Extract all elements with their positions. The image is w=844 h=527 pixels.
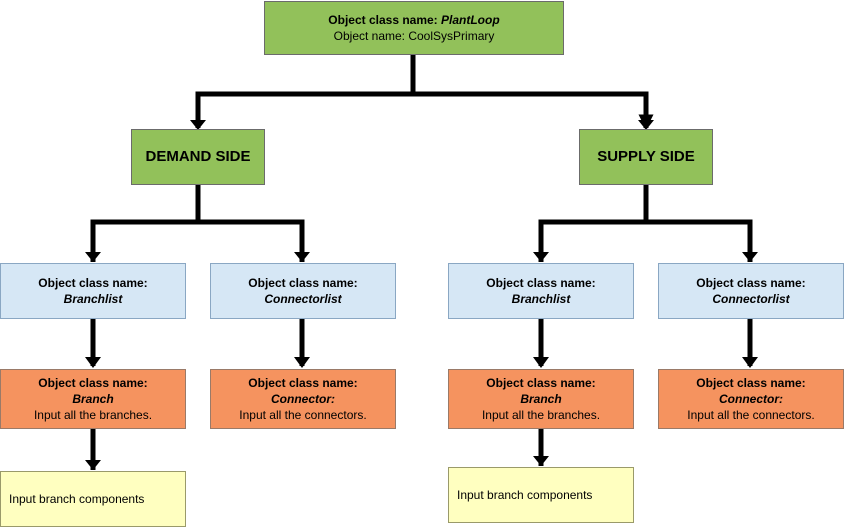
- supply-branch-box: Object class name: Branch Input all the …: [448, 369, 634, 429]
- demand-side-box: DEMAND SIDE: [131, 129, 265, 185]
- supply-branch-note: Input all the branches.: [481, 408, 601, 422]
- demand-branch-name: Branch: [72, 392, 114, 406]
- plantloop-class-line: Object class name: PlantLoop: [328, 12, 499, 28]
- demand-split-line: [90, 184, 305, 262]
- plantloop-class-label: Object class name:: [328, 13, 442, 27]
- supply-connector-note: Input all the connectors.: [687, 408, 815, 422]
- demand-branch-note: Input all the branches.: [33, 408, 153, 422]
- demand-connector-name: Connector:: [271, 392, 335, 406]
- plantloop-box: Object class name: PlantLoop Object name…: [264, 1, 564, 55]
- demand-branch-label: Object class name:: [38, 376, 148, 390]
- demand-connectorlist-name: Connectorlist: [264, 292, 342, 306]
- supply-connectorlist-label: Object class name:: [696, 276, 806, 290]
- supply-branchlist-name: Branchlist: [511, 292, 571, 306]
- supply-branchlist-label: Object class name:: [486, 276, 596, 290]
- arrowhead: [294, 357, 310, 368]
- supply-connector-name: Connector:: [719, 392, 783, 406]
- demand-connector-note: Input all the connectors.: [239, 408, 367, 422]
- demand-connector-box: Object class name: Connector: Input all …: [210, 369, 396, 429]
- demand-connectorlist-box: Object class name: Connectorlist: [210, 263, 396, 319]
- demand-branch-box: Object class name: Branch Input all the …: [0, 369, 186, 429]
- demand-components-box: Input branch components: [0, 471, 186, 527]
- plantloop-class-name: PlantLoop: [441, 13, 500, 27]
- arrowhead: [85, 252, 101, 262]
- supply-connectorlist-name: Connectorlist: [712, 292, 790, 306]
- arrowhead: [85, 460, 101, 470]
- arrowhead: [533, 456, 549, 466]
- arrowhead: [533, 252, 549, 262]
- supply-branch-label: Object class name:: [486, 376, 596, 390]
- supply-branchlist-box: Object class name: Branchlist: [448, 263, 634, 319]
- supply-branch-name: Branch: [520, 392, 562, 406]
- root-to-sides-line: [195, 54, 646, 128]
- demand-connectorlist-label: Object class name:: [248, 276, 358, 290]
- supply-split-line: [538, 184, 753, 262]
- supply-connector-label: Object class name:: [696, 376, 806, 390]
- demand-branchlist-label: Object class name:: [38, 276, 148, 290]
- demand-connector-label: Object class name:: [248, 376, 358, 390]
- supply-side-box: SUPPLY SIDE: [579, 129, 713, 185]
- arrowhead: [533, 357, 549, 368]
- plantloop-object-name: Object name: CoolSysPrimary: [333, 29, 495, 43]
- arrowhead: [638, 120, 654, 130]
- arrowhead: [742, 357, 758, 368]
- arrowhead: [85, 357, 101, 368]
- arrowhead: [742, 252, 758, 262]
- supply-components-box: Input branch components: [448, 467, 634, 523]
- demand-branchlist-name: Branchlist: [63, 292, 123, 306]
- supply-connectorlist-box: Object class name: Connectorlist: [658, 263, 844, 319]
- supply-connector-box: Object class name: Connector: Input all …: [658, 369, 844, 429]
- arrowhead: [190, 120, 206, 130]
- arrowhead: [294, 252, 310, 262]
- demand-branchlist-box: Object class name: Branchlist: [0, 263, 186, 319]
